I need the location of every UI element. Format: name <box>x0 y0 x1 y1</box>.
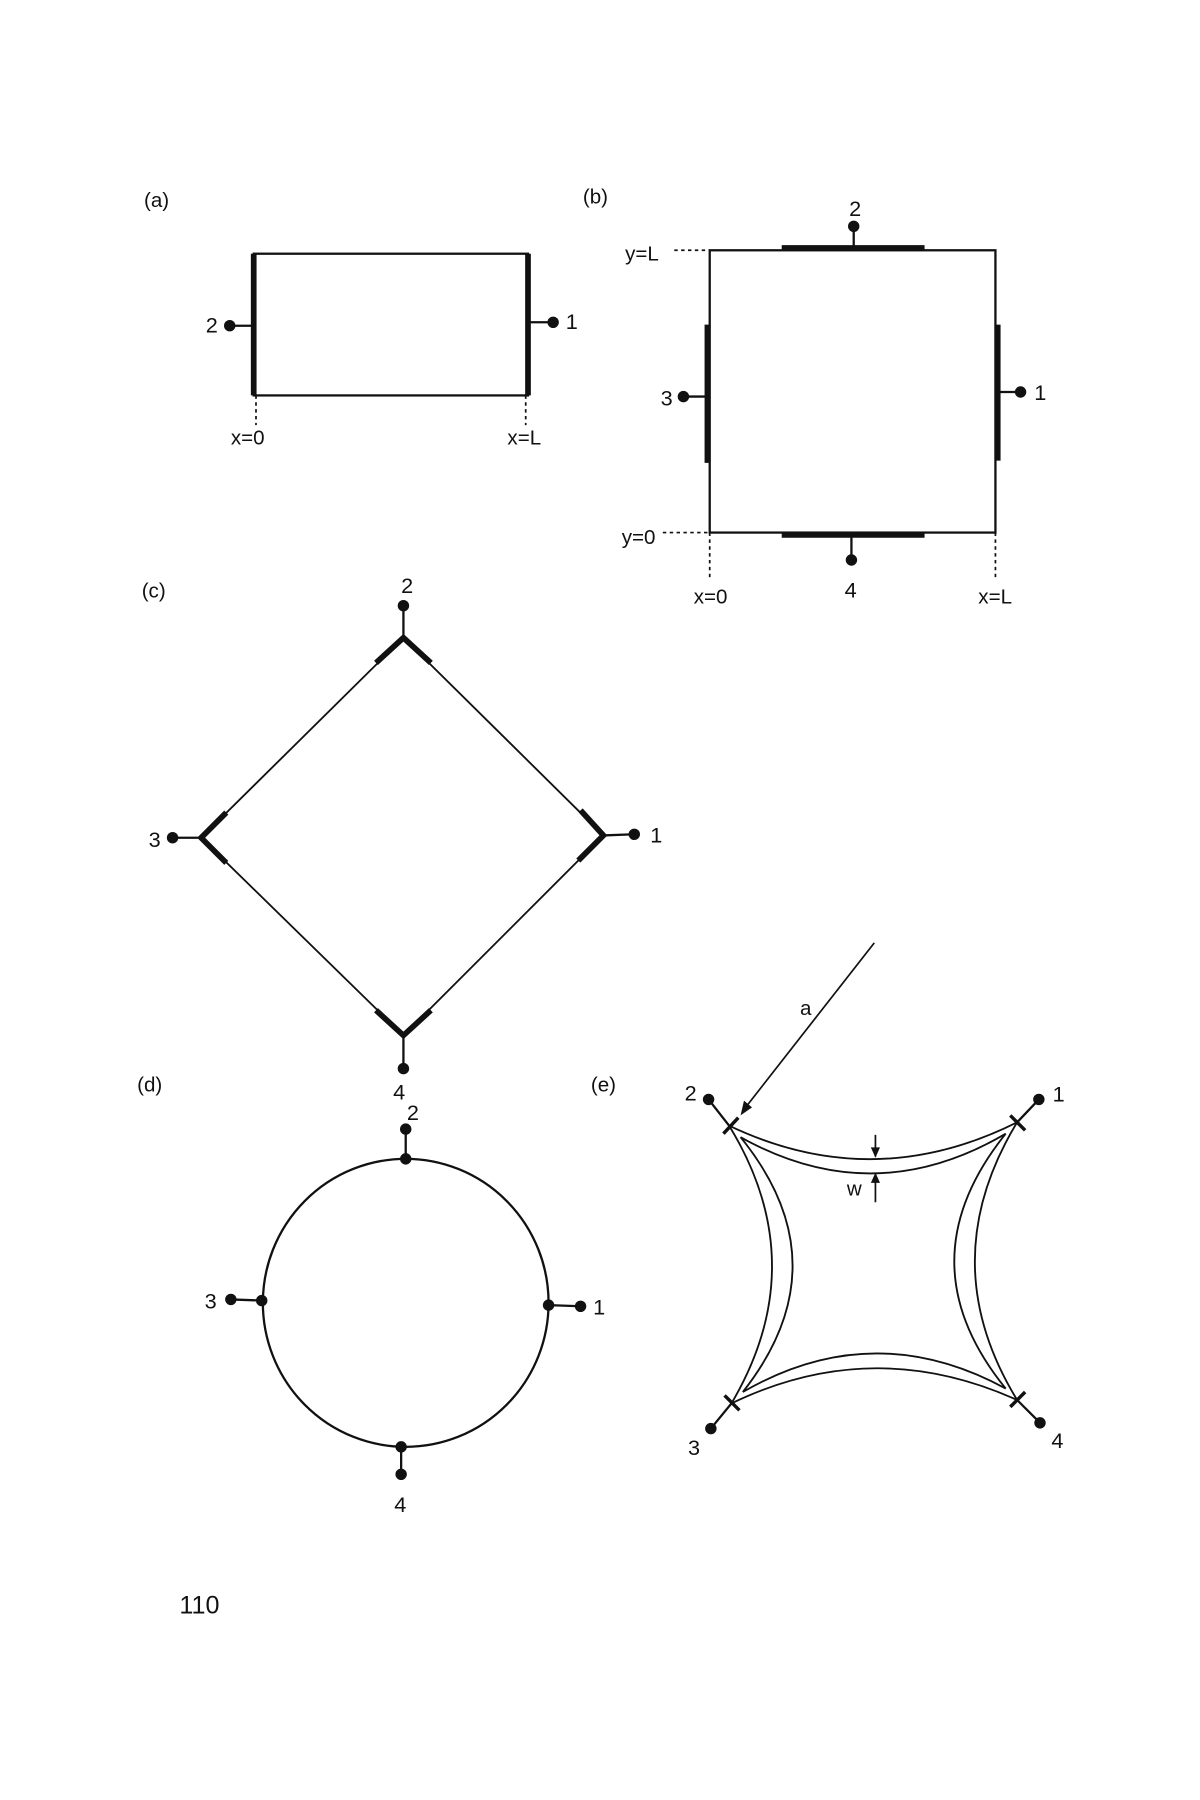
radius-label: a <box>800 997 812 1020</box>
terminal-dot <box>224 320 236 332</box>
panel-a-label: (a) <box>144 189 169 212</box>
panel-a: (a) 2 1 x=0 x=L <box>144 189 578 450</box>
terminal-dot <box>547 316 559 328</box>
terminal-label-1: 1 <box>593 1294 605 1319</box>
width-label: w <box>846 1177 862 1200</box>
x0-label: x=0 <box>231 427 265 450</box>
xL-label: x=L <box>978 585 1012 608</box>
terminal-label-2: 2 <box>849 196 861 221</box>
terminal-label-4: 4 <box>845 578 857 603</box>
panel-c: (c) 2 1 4 3 <box>142 573 663 1104</box>
panel-c-label: (c) <box>142 580 166 603</box>
terminal-label-3: 3 <box>205 1289 217 1314</box>
x0-label: x=0 <box>694 585 728 608</box>
terminal-label-3: 3 <box>661 386 673 411</box>
terminal-label-1: 1 <box>1053 1082 1065 1107</box>
page-number: 110 <box>179 1592 219 1620</box>
y0-label: y=0 <box>622 526 656 549</box>
panel-d-label: (d) <box>137 1073 162 1096</box>
terminal-label-1: 1 <box>650 822 662 847</box>
yL-label: y=L <box>625 243 659 266</box>
panel-b: (b) 2 4 3 1 y=L y=0 x=0 x=L <box>583 185 1047 608</box>
radius-arrow <box>742 942 875 1112</box>
panel-e-label: (e) <box>591 1073 616 1096</box>
panel-d: (d) 2 1 4 3 <box>137 1073 605 1517</box>
panel-b-label: (b) <box>583 185 608 208</box>
terminal-label-2: 2 <box>685 1081 697 1106</box>
conductor-astroid <box>722 1114 1027 1412</box>
terminal-label-3: 3 <box>688 1435 700 1460</box>
terminal-label-2: 2 <box>407 1100 419 1125</box>
panel-e: (e) a w 2 1 4 3 <box>591 942 1065 1460</box>
conductor-circle <box>261 1157 550 1448</box>
conductor-square <box>708 249 997 534</box>
terminal-label-1: 1 <box>566 309 578 334</box>
terminal-label-2: 2 <box>401 573 413 598</box>
terminal-label-1: 1 <box>1034 380 1046 405</box>
terminal-label-4: 4 <box>393 1079 405 1104</box>
conductor-rectangle <box>252 252 530 397</box>
conductor-diamond <box>199 636 605 1037</box>
xL-label: x=L <box>507 427 541 450</box>
terminal-label-2: 2 <box>206 313 218 338</box>
terminal-label-4: 4 <box>394 1492 406 1517</box>
terminal-label-3: 3 <box>149 827 161 852</box>
terminal-label-4: 4 <box>1051 1428 1063 1453</box>
